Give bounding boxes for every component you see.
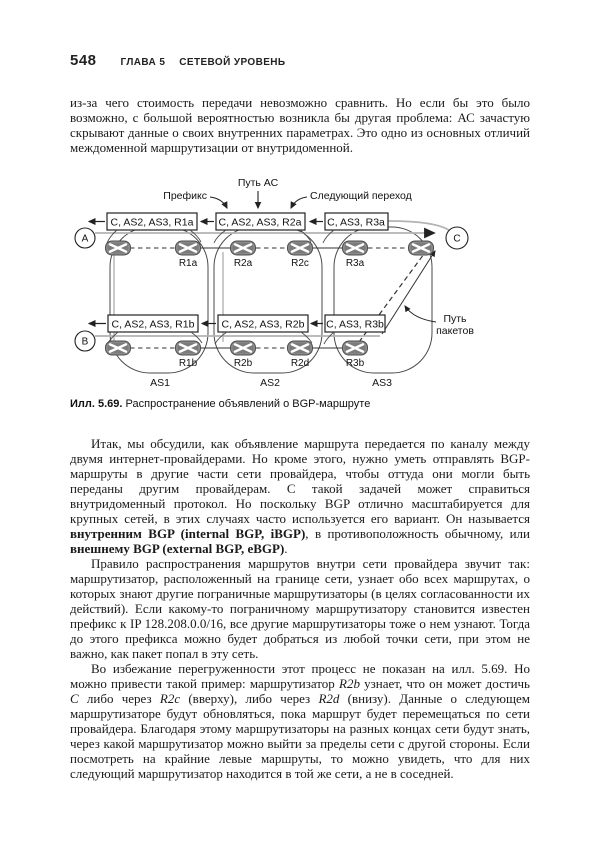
packet-path-diagonal <box>381 250 436 335</box>
figure-caption-text: Распространение объявлений о BGP-маршрут… <box>125 398 371 410</box>
router-label-r1a: R1a <box>179 258 198 269</box>
router-label-r3a: R3a <box>346 258 365 269</box>
page-number: 548 <box>70 52 97 69</box>
figure-caption: Илл. 5.69. Распространение объявлений о … <box>70 398 530 410</box>
router-label-r1b: R1b <box>179 358 198 369</box>
figure-caption-label: Илл. 5.69. <box>70 398 123 410</box>
router-icon-r3b <box>341 339 369 357</box>
router-labels: R1a R2a R2c R3a R1b R2b R2d R3b <box>179 258 365 369</box>
route-ad-r3b: C, AS3, R3b <box>326 319 384 331</box>
page-header: 548 ГЛАВА 5 СЕТЕВОЙ УРОВЕНЬ <box>70 52 530 69</box>
node-b-label: B <box>82 337 89 348</box>
router-icon-r1b <box>174 339 202 357</box>
as3-label: AS3 <box>372 377 392 389</box>
route-ad-r2b: C, AS2, AS3, R2b <box>222 319 305 331</box>
routers <box>104 239 435 357</box>
router-icon-r2c <box>286 239 314 257</box>
router-label-r2d: R2d <box>291 358 309 369</box>
next-hop-label: Следующий переход <box>310 190 412 202</box>
box-callout-curves <box>106 229 335 345</box>
router-icon-r2a <box>229 239 257 257</box>
router-icon <box>104 339 132 357</box>
node-c-label: C <box>453 234 460 245</box>
route-ad-boxes-bottom: C, AS2, AS3, R1b C, AS2, AS3, R2b C, AS3… <box>87 314 386 333</box>
node-a-circle <box>74 227 96 249</box>
route-ad-r1b: C, AS2, AS3, R1b <box>112 319 195 331</box>
node-b-circle <box>74 330 96 352</box>
paragraph-intro: из-за чего стоимость передачи невозможно… <box>70 95 530 155</box>
node-c-circle <box>445 226 469 250</box>
chapter-label: ГЛАВА 5 <box>120 57 166 68</box>
router-label-r2c: R2c <box>291 258 309 269</box>
route-ad-r3a: C, AS3, R3a <box>327 217 385 229</box>
packet-path-label-line2: пакетов <box>436 325 474 337</box>
packet-path-lines <box>95 220 451 342</box>
router-icon <box>104 239 132 257</box>
as-boundaries <box>109 226 433 374</box>
prefix-label: Префикс <box>163 190 207 202</box>
route-ad-r1a: C, AS2, AS3, R1a <box>111 217 194 229</box>
endpoint-nodes: A B C <box>74 226 469 352</box>
packet-path-curve-to-c <box>387 220 451 232</box>
paragraph-rule: Правило распространения маршрутов внутри… <box>70 556 530 661</box>
packet-path-label-line1: Путь <box>443 313 467 325</box>
paragraph-example: Во избежание перегруженности этот процес… <box>70 661 530 781</box>
packet-path-pointer <box>404 305 437 323</box>
router-label-r2a: R2a <box>234 258 253 269</box>
router-icon <box>407 239 435 257</box>
router-label-r3b: R3b <box>346 358 365 369</box>
body-text: Итак, мы обсудили, как объявление маршру… <box>70 436 530 781</box>
as-path-label: Путь АС <box>238 177 279 189</box>
router-icon-r2d <box>286 339 314 357</box>
router-label-r2b: R2b <box>234 358 253 369</box>
bgp-route-diagram: C, AS2, AS3, R1a C, AS2, AS3, R2a C, AS3… <box>74 177 474 389</box>
node-a-label: A <box>82 234 89 245</box>
router-icon-r2b <box>229 339 257 357</box>
router-icon-r1a <box>174 239 202 257</box>
router-icon-r3a <box>341 239 369 257</box>
route-ad-r2a: C, AS2, AS3, R2a <box>219 217 302 229</box>
paragraph-ibgp: Итак, мы обсудили, как объявление маршру… <box>70 436 530 556</box>
as1-label: AS1 <box>150 377 170 389</box>
prefix-arrow <box>209 196 228 209</box>
route-ad-boxes-top: C, AS2, AS3, R1a C, AS2, AS3, R2a C, AS3… <box>87 212 389 231</box>
next-hop-arrow <box>290 196 308 209</box>
chapter-title: СЕТЕВОЙ УРОВЕНЬ <box>179 57 286 68</box>
as2-label: AS2 <box>260 377 280 389</box>
